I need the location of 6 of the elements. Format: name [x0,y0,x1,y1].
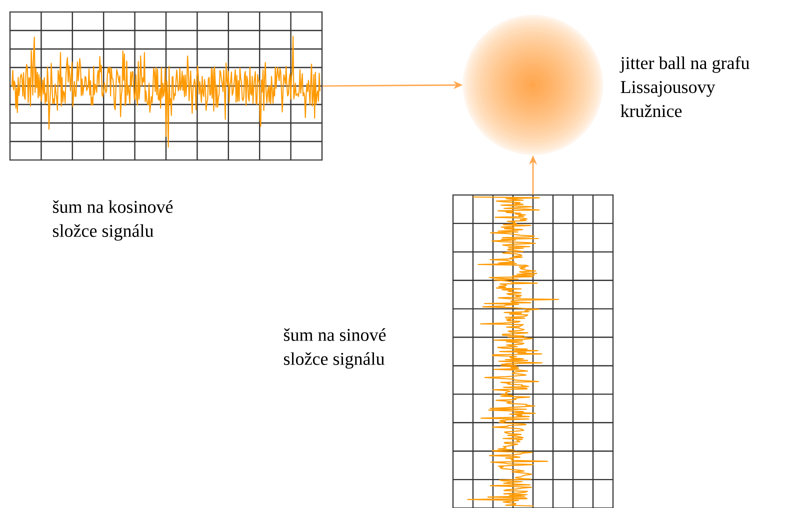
caption-text: šum na kosinové složce signálu [53,200,173,241]
oscilloscope-drawing [9,11,323,161]
caption-text: jitter ball na grafu Lissajousovy kružnice [620,56,750,118]
oscilloscope-drawing [452,194,614,508]
jitter-ball [463,15,603,155]
caption-text: šum na sinové složce signálu [284,328,386,369]
